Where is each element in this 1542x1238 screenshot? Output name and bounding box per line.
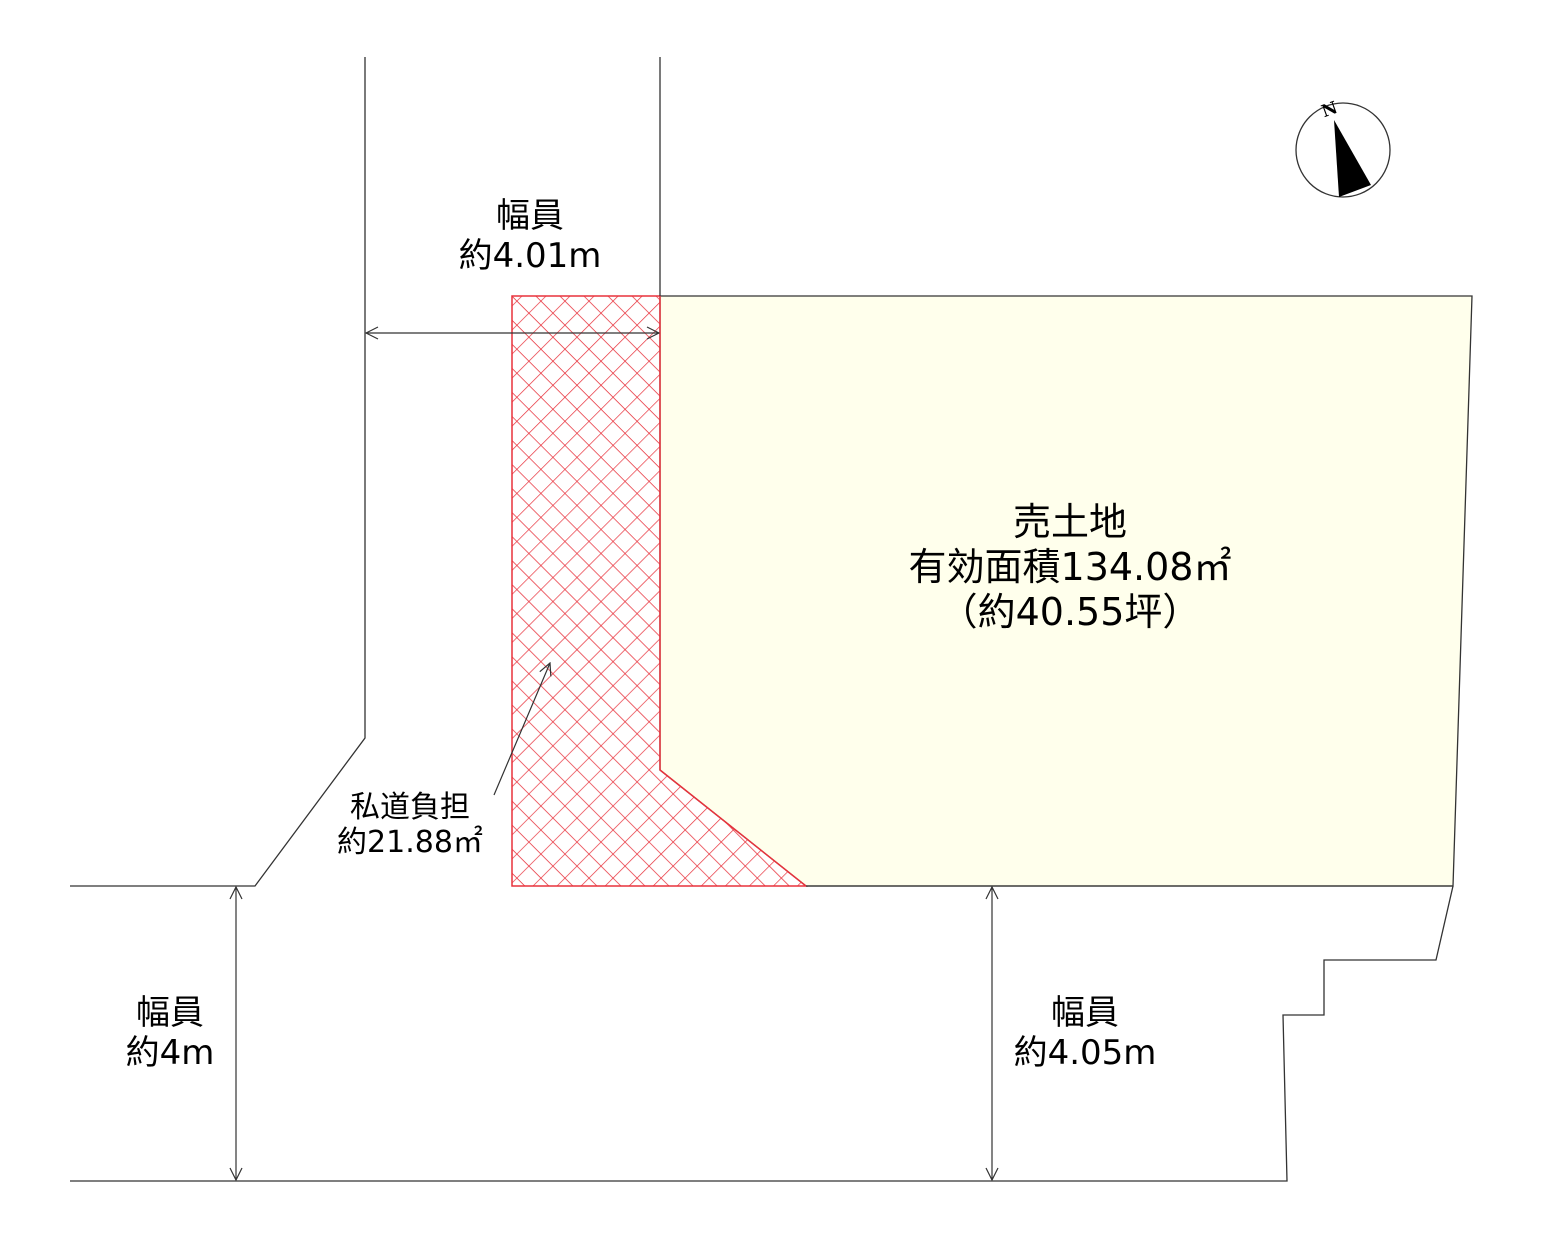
private-road-label: 私道負担 約21.88㎡ — [330, 790, 490, 861]
private-road-area-value: 約21.88㎡ — [337, 825, 483, 861]
road-width-value: 約4.05m — [1013, 1033, 1157, 1074]
lot-title: 売土地 — [1012, 500, 1127, 544]
road-width-heading: 幅員 — [136, 993, 204, 1033]
road-width-heading: 幅員 — [496, 196, 564, 236]
lot-label: 売土地 有効面積134.08㎡ （約40.55坪） — [870, 500, 1270, 634]
private-road-area — [511, 295, 809, 887]
road-width-value: 約4m — [125, 1033, 215, 1074]
private-road-title: 私道負担 — [350, 790, 470, 825]
lot-effective-area: 有効面積134.08㎡ — [908, 544, 1232, 589]
north-compass-icon — [1295, 102, 1391, 198]
road-boundaries — [70, 57, 1454, 1182]
private-road-leader — [493, 663, 550, 796]
south-road-label: 幅員 約4.05m — [990, 993, 1180, 1073]
road-width-value: 約4.01m — [458, 236, 602, 277]
north-road-label: 幅員 約4.01m — [430, 196, 630, 276]
dimension-lines — [236, 333, 992, 1180]
lot-tsubo: （約40.55坪） — [939, 589, 1201, 634]
west-road-label: 幅員 約4m — [90, 993, 250, 1073]
road-width-heading: 幅員 — [1051, 993, 1119, 1033]
